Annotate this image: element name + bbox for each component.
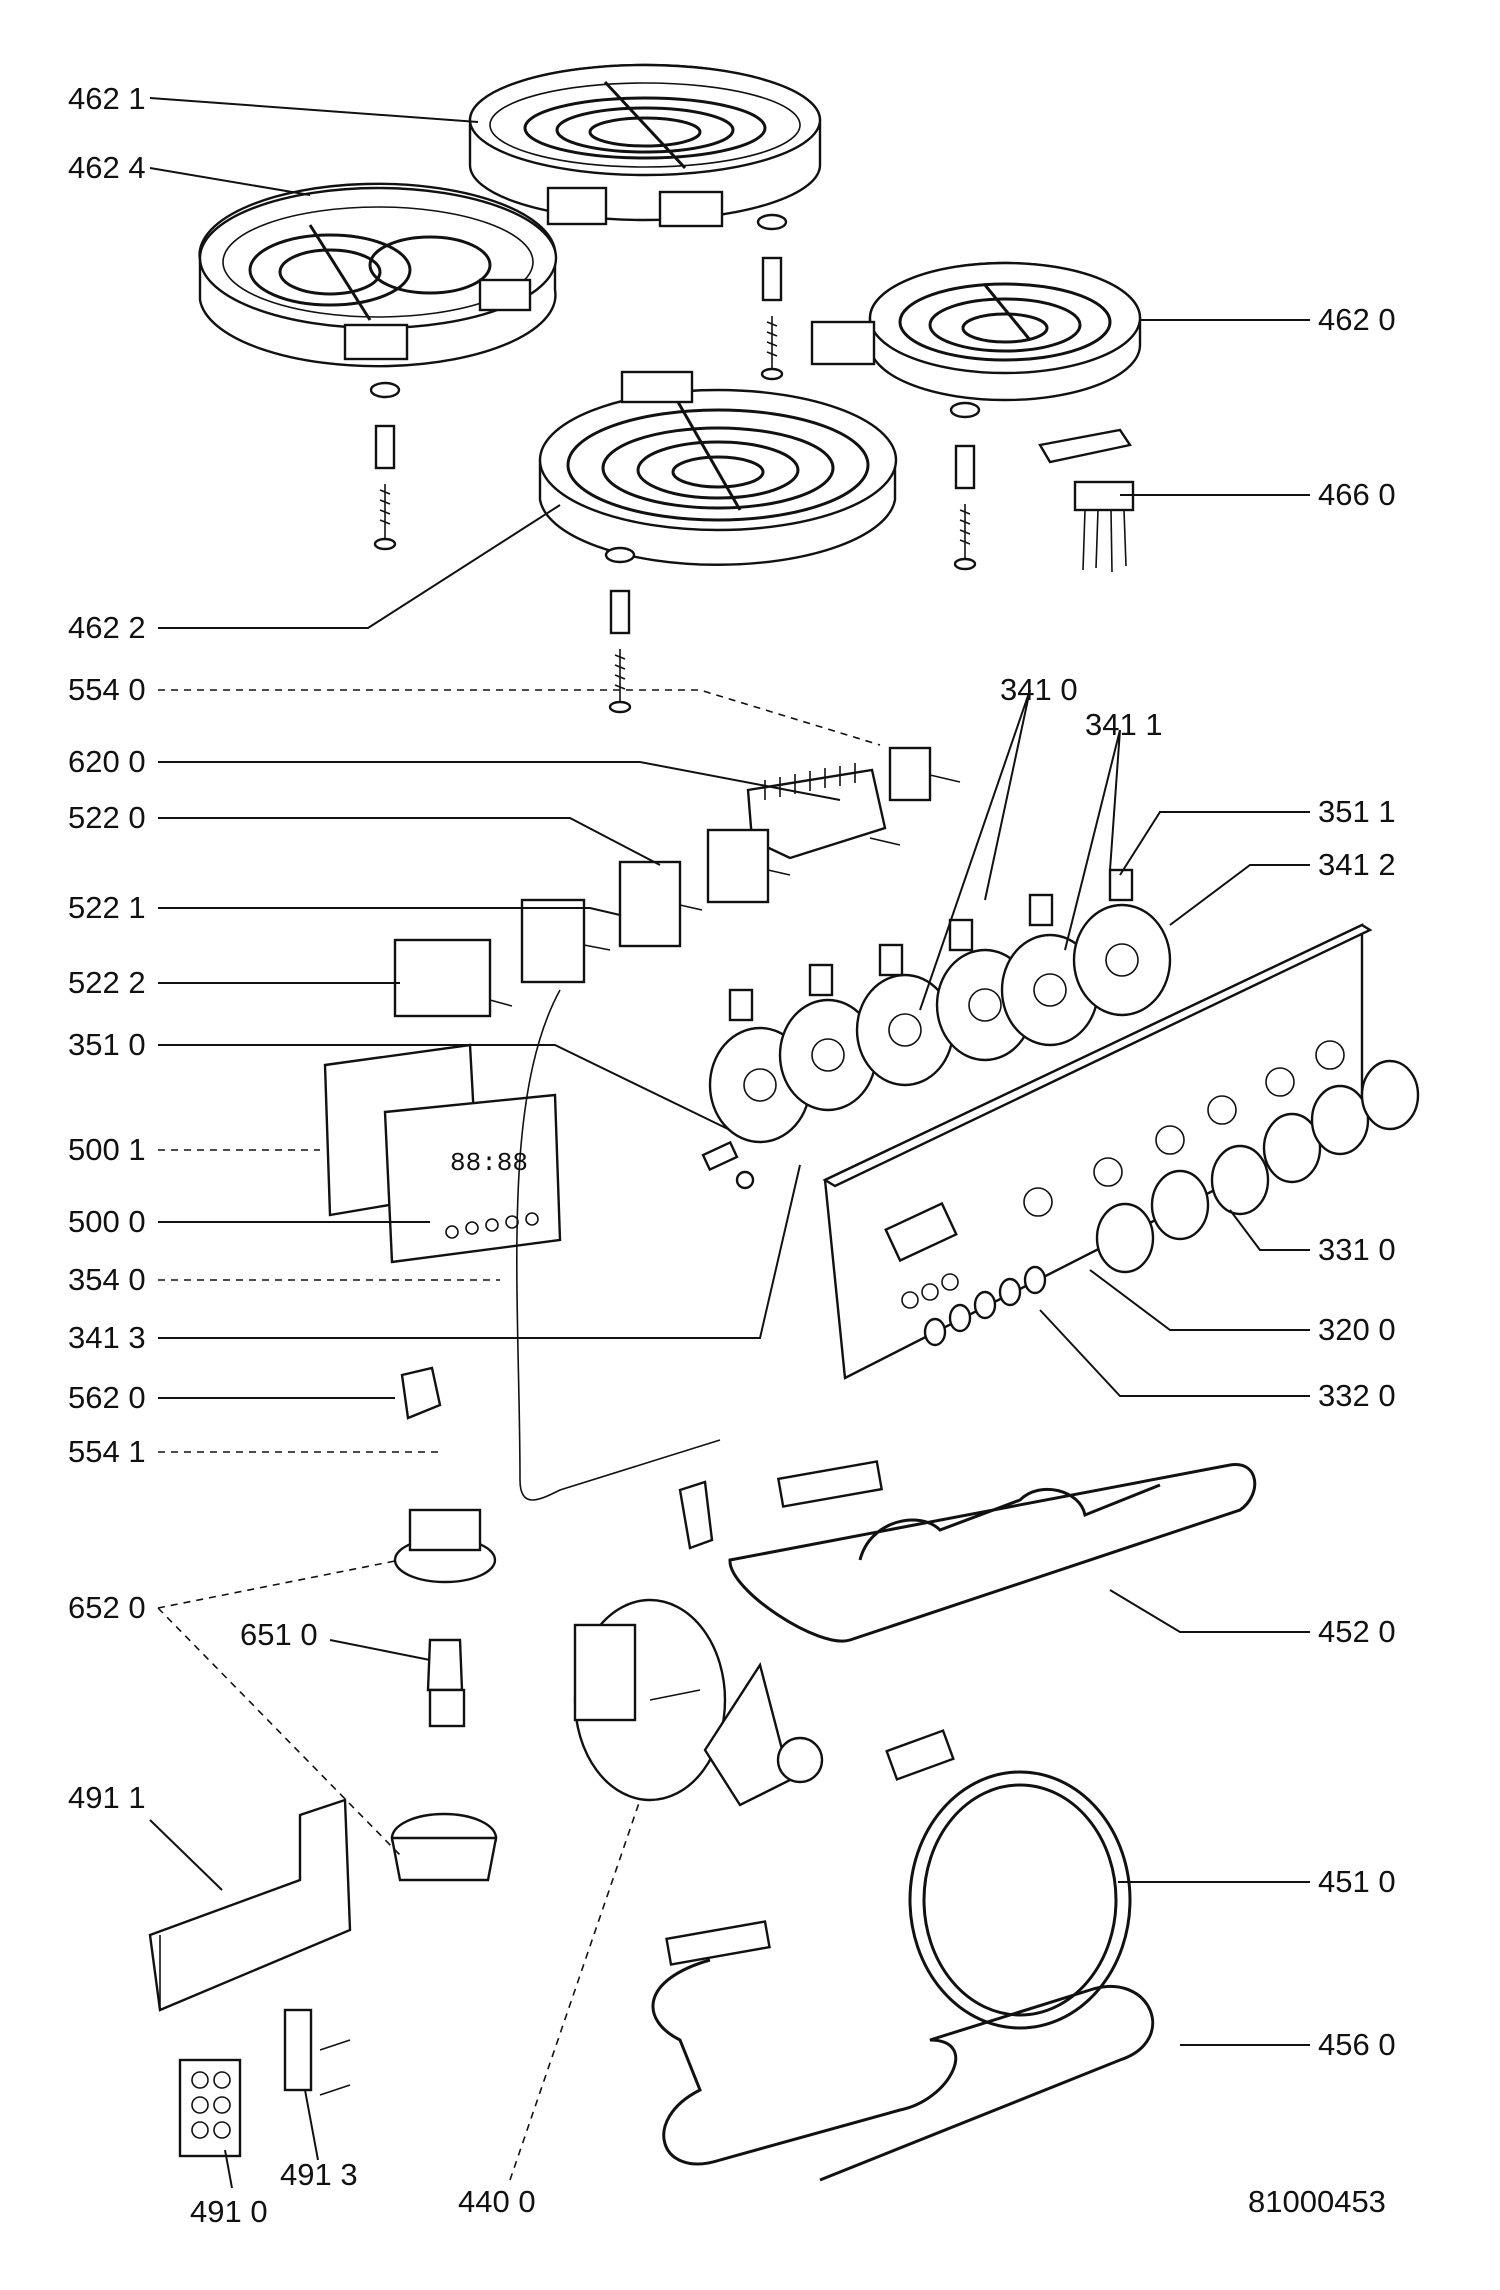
label-462-0: 462 0 <box>1318 302 1396 337</box>
bulb-651-0 <box>426 1638 466 1728</box>
clip-562-0 <box>400 1366 442 1420</box>
hotplate-462-4 <box>198 182 558 368</box>
indicator-lamps-351 <box>728 868 1134 1022</box>
fixing-screws-554-0 <box>369 213 981 714</box>
hotplate-462-2 <box>538 370 898 566</box>
grill-element-452-0 <box>728 1460 1257 1643</box>
label-341-0: 341 0 <box>1000 672 1078 707</box>
push-buttons-332-0 <box>923 1265 1047 1347</box>
label-456-0: 456 0 <box>1318 2027 1396 2062</box>
label-522-1: 522 1 <box>68 890 146 925</box>
label-462-4: 462 4 <box>68 150 146 185</box>
label-341-3: 341 3 <box>68 1320 146 1355</box>
label-452-0: 452 0 <box>1318 1614 1396 1649</box>
oven-lamp-652-0 <box>390 1508 498 1882</box>
hotplate-462-0 <box>810 261 1142 402</box>
leader-lines <box>149 97 1310 2189</box>
label-554-1: 554 1 <box>68 1434 146 1469</box>
label-440-0: 440 0 <box>458 2184 536 2219</box>
energy-regulators-522 <box>393 828 791 1018</box>
part-labels: 462 1 462 4 462 0 466 0 462 2 554 0 341 … <box>68 81 1396 2229</box>
circular-element-451-0 <box>885 1729 1132 2030</box>
timer-500: 88:88 <box>323 1043 562 1264</box>
label-562-0: 562 0 <box>68 1380 146 1415</box>
label-331-0: 331 0 <box>1318 1232 1396 1267</box>
label-620-0: 620 0 <box>68 744 146 779</box>
label-491-1: 491 1 <box>68 1780 146 1815</box>
diagram-id: 81000453 <box>1248 2184 1386 2219</box>
label-462-2: 462 2 <box>68 610 146 645</box>
label-462-1: 462 1 <box>68 81 146 116</box>
label-491-3: 491 3 <box>280 2157 358 2192</box>
label-652-0: 652 0 <box>68 1590 146 1625</box>
label-354-0: 354 0 <box>68 1262 146 1297</box>
label-341-1: 341 1 <box>1085 707 1163 742</box>
thermostat-554-0 <box>888 746 961 802</box>
bracket-491-1 <box>148 1798 352 2012</box>
bottom-element-456-0 <box>651 1920 1155 2182</box>
label-451-0: 451 0 <box>1318 1864 1396 1899</box>
label-351-1: 351 1 <box>1318 794 1396 829</box>
label-491-0: 491 0 <box>190 2194 268 2229</box>
label-341-2: 341 2 <box>1318 847 1396 882</box>
terminal-block-491-0 <box>178 2058 242 2158</box>
label-500-0: 500 0 <box>68 1204 146 1239</box>
control-panel-320-0 <box>822 923 1373 1380</box>
label-522-0: 522 0 <box>68 800 146 835</box>
terminal-491-3 <box>283 2008 351 2096</box>
label-351-0: 351 0 <box>68 1027 146 1062</box>
hotplate-462-1 <box>468 63 822 228</box>
label-651-0: 651 0 <box>240 1617 318 1652</box>
knob-rings-341 <box>708 903 1172 1144</box>
label-466-0: 466 0 <box>1318 477 1396 512</box>
label-522-2: 522 2 <box>68 965 146 1000</box>
svg-text:88:88: 88:88 <box>450 1148 528 1178</box>
lamp-354-0 <box>701 1140 755 1190</box>
label-332-0: 332 0 <box>1318 1378 1396 1413</box>
label-500-1: 500 1 <box>68 1132 146 1167</box>
knobs-331-0 <box>1095 1059 1420 1274</box>
fan-motor-440-0 <box>573 1598 824 1807</box>
selector-switch-620-0 <box>746 763 901 860</box>
label-320-0: 320 0 <box>1318 1312 1396 1347</box>
label-554-0: 554 0 <box>68 672 146 707</box>
thermostat-probe-554-1 <box>516 989 721 1550</box>
terminal-block-466-0 <box>1038 428 1135 573</box>
